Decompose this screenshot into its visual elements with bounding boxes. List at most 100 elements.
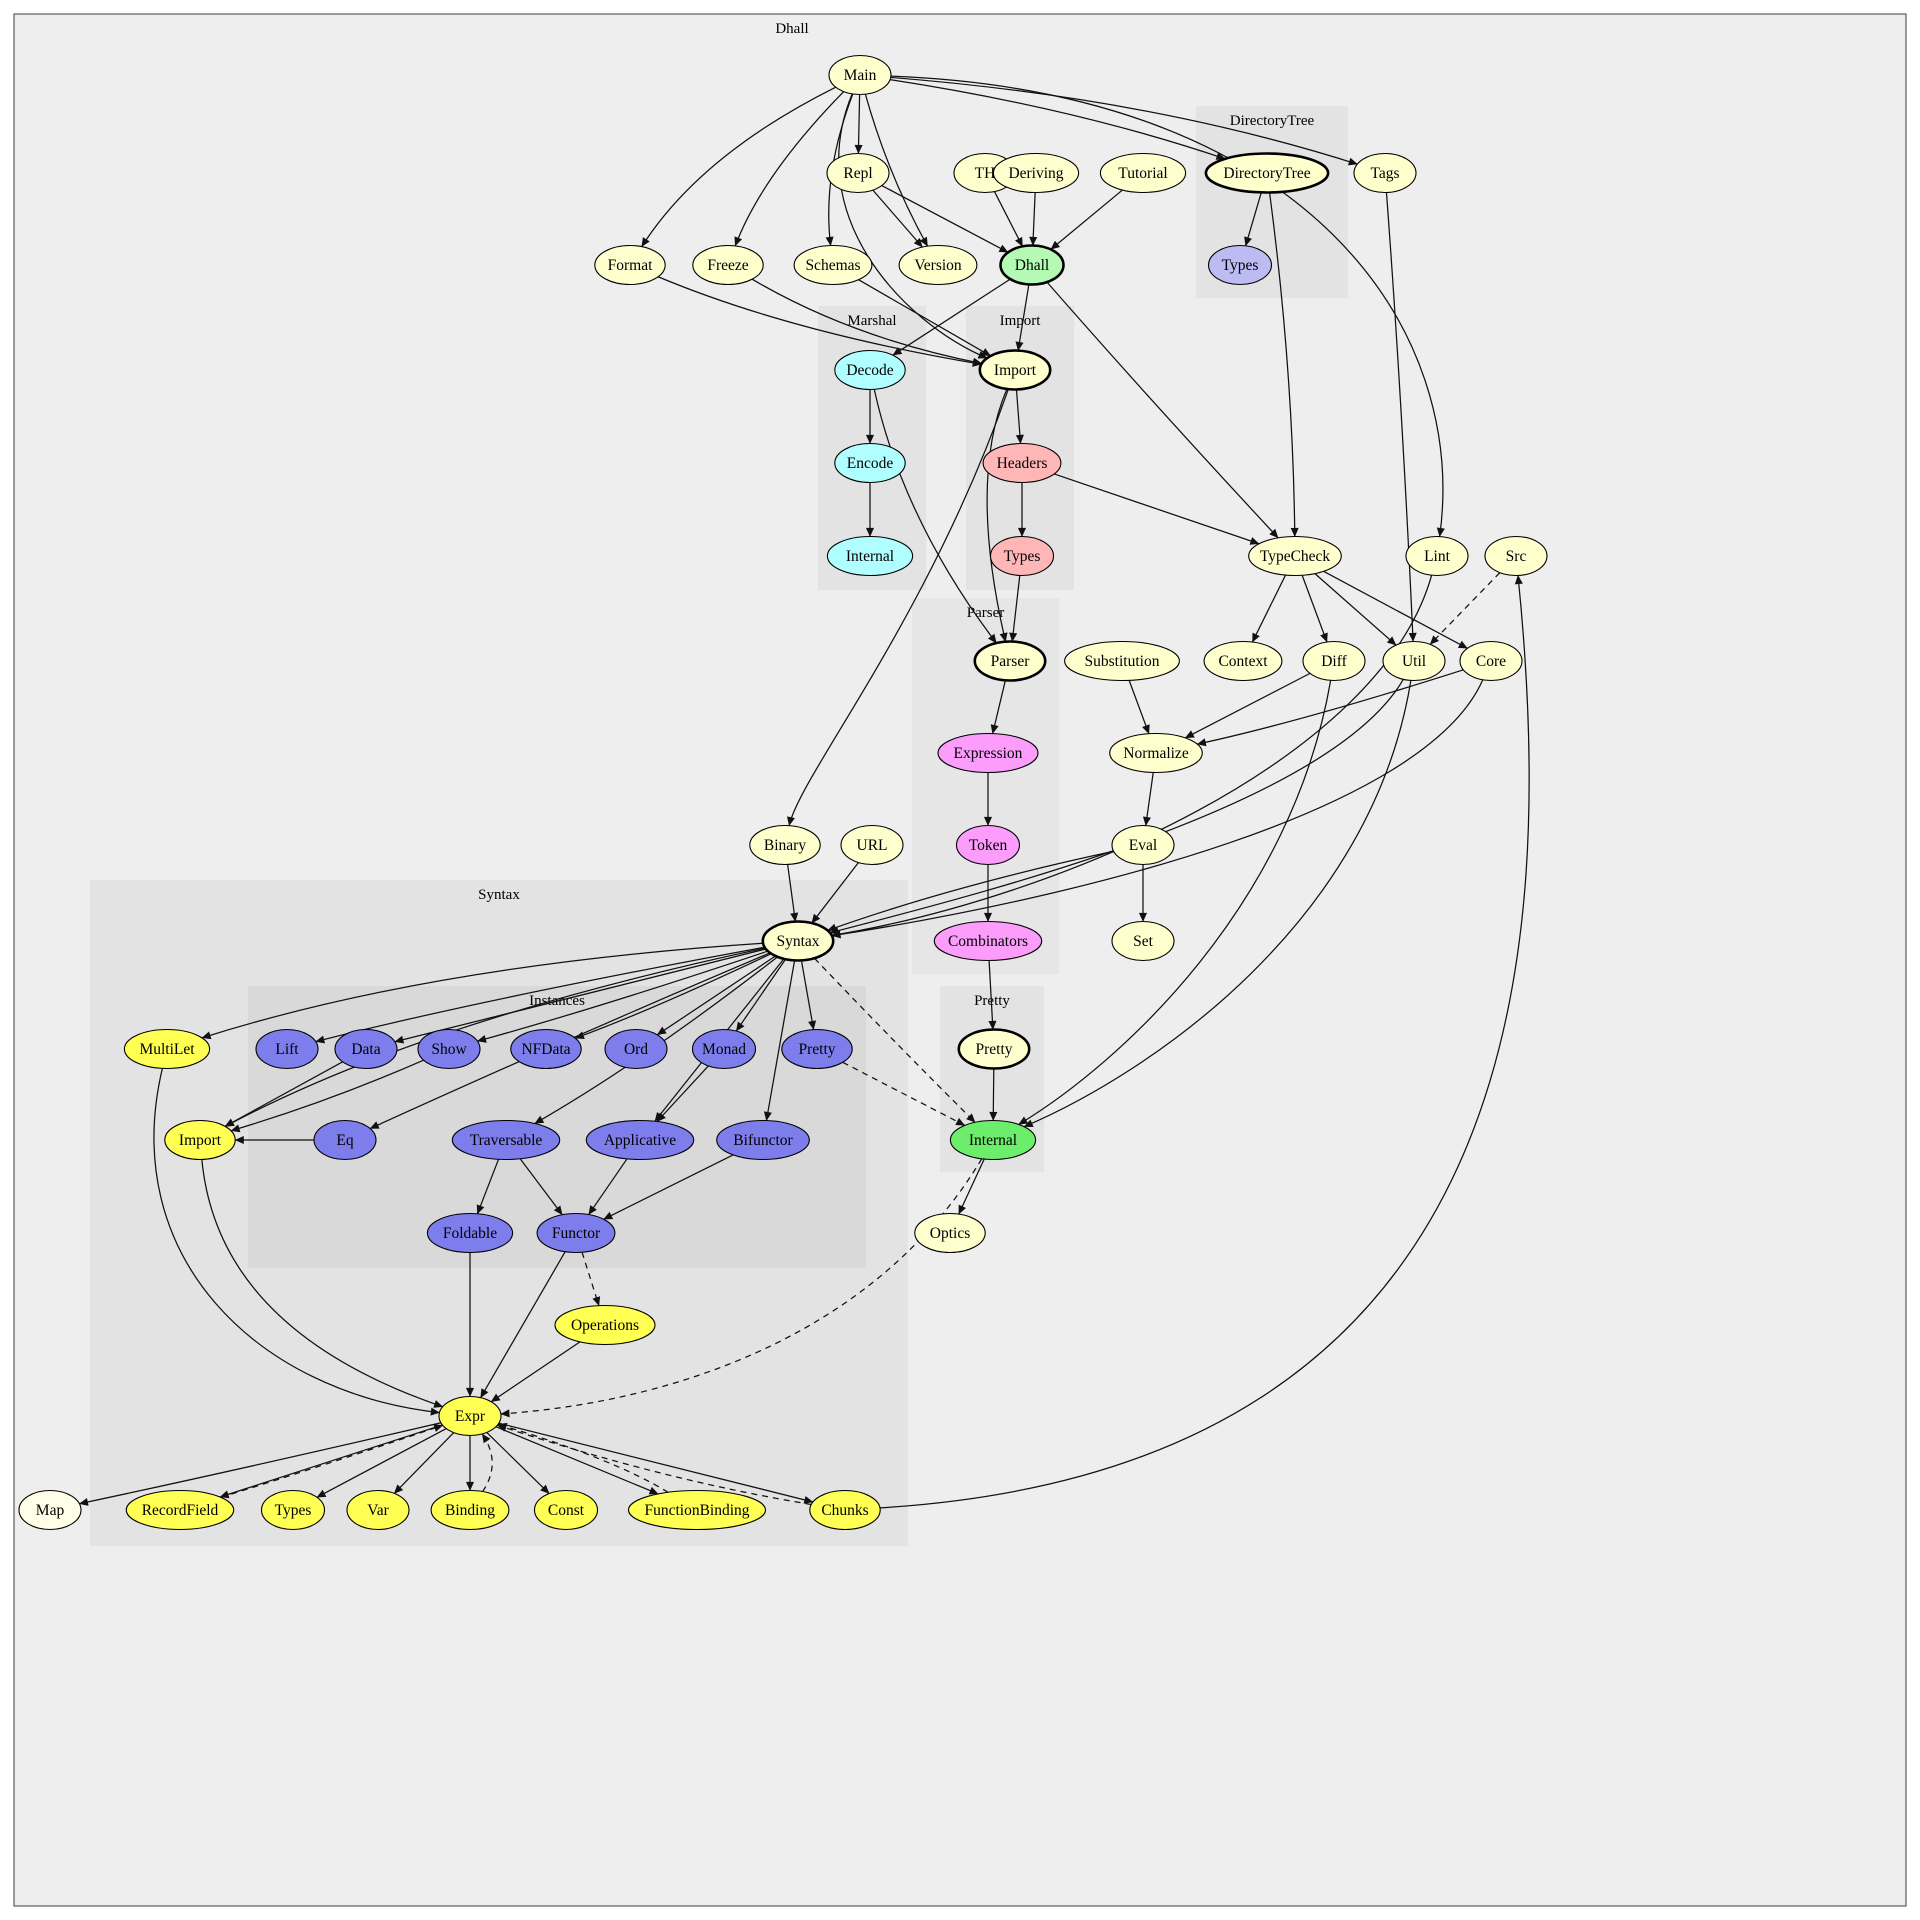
edge-data-to-imports <box>224 1061 343 1127</box>
node-importT: Import <box>978 349 1052 391</box>
node-label-funcbinding: FunctionBinding <box>644 1502 749 1519</box>
cluster-label-prettyclu: Pretty <box>974 993 1010 1009</box>
edge-syntax-to-ord <box>656 955 776 1036</box>
node-label-eq: Eq <box>336 1132 353 1149</box>
edge-typecheck-to-diff <box>1301 575 1328 643</box>
node-internalm: Internal <box>826 535 914 577</box>
node-label-combinators: Combinators <box>948 933 1028 950</box>
node-ellipse-importT <box>978 349 1052 391</box>
edge-format-to-importT <box>657 276 982 367</box>
node-imports: Import <box>164 1119 236 1161</box>
node-substitution: Substitution <box>1064 640 1180 682</box>
node-ellipse-traversable <box>451 1119 561 1161</box>
edge-decode-to-parser <box>873 389 997 644</box>
node-map: Map <box>18 1489 82 1531</box>
node-ellipse-ord <box>604 1028 668 1070</box>
node-dirtree: DirectoryTree <box>1204 152 1330 194</box>
edge-freeze-to-importT <box>751 278 983 366</box>
edge-traversable-to-functor <box>519 1158 563 1216</box>
node-label-lift: Lift <box>275 1041 299 1058</box>
edge-url-to-syntax <box>811 862 859 924</box>
node-ellipse-typesdt <box>1207 244 1273 286</box>
node-ellipse-typesi <box>989 535 1055 577</box>
node-ellipse-internalm <box>826 535 914 577</box>
node-token: Token <box>955 824 1021 866</box>
node-parser: Parser <box>973 640 1047 682</box>
node-headers: Headers <box>982 442 1062 484</box>
node-label-expr: Expr <box>455 1408 486 1425</box>
node-label-prettyc: Pretty <box>975 1041 1012 1058</box>
node-ellipse-bifunctor <box>716 1119 810 1161</box>
edge-importT-to-parser <box>986 388 1008 643</box>
node-label-encode: Encode <box>847 455 894 472</box>
node-chunks: Chunks <box>809 1489 881 1531</box>
node-prettyc: Pretty <box>957 1028 1031 1070</box>
node-ellipse-applicative <box>585 1119 695 1161</box>
node-ellipse-util <box>1382 640 1446 682</box>
node-label-decode: Decode <box>846 362 893 379</box>
edge-typesi-to-parser <box>1009 575 1021 642</box>
edge-binary-to-syntax <box>787 864 799 922</box>
node-var: Var <box>346 1489 410 1531</box>
node-applicative: Applicative <box>585 1119 695 1161</box>
node-ellipse-eq <box>313 1119 377 1161</box>
edge-syntax-to-imports <box>224 947 766 1127</box>
node-ellipse-format <box>594 244 666 286</box>
node-schemas: Schemas <box>793 244 873 286</box>
node-label-deriving: Deriving <box>1008 165 1063 182</box>
cluster-label-marshal: Marshal <box>847 313 896 329</box>
edge-expr-to-chunks <box>498 1422 814 1504</box>
node-label-traversable: Traversable <box>470 1132 543 1149</box>
node-prettyi: Pretty <box>781 1028 853 1070</box>
edge-expr-to-const <box>486 1431 550 1494</box>
node-lint: Lint <box>1405 535 1469 577</box>
edge-expr-to-typess <box>316 1428 447 1498</box>
node-binding: Binding <box>430 1489 510 1531</box>
node-ellipse-src <box>1484 535 1548 577</box>
edge-syntax-to-nfdata <box>574 953 772 1040</box>
edge-expr-to-funcbinding <box>495 1426 659 1495</box>
edge-core-to-syntax <box>831 679 1484 939</box>
node-ellipse-imports <box>164 1119 236 1161</box>
node-expr: Expr <box>438 1395 502 1437</box>
node-ellipse-funcbinding <box>627 1489 767 1531</box>
node-ellipse-deriving <box>992 152 1080 194</box>
node-ellipse-operations <box>554 1304 656 1346</box>
node-url: URL <box>840 824 904 866</box>
node-data: Data <box>334 1028 398 1070</box>
node-main: Main <box>828 54 892 96</box>
node-ellipse-repl <box>826 152 890 194</box>
node-eval: Eval <box>1111 824 1175 866</box>
node-typecheck: TypeCheck <box>1248 535 1342 577</box>
node-ellipse-chunks <box>809 1489 881 1531</box>
edge-main-to-tags <box>890 76 1358 166</box>
node-syntax: Syntax <box>761 920 835 962</box>
node-ellipse-token <box>955 824 1021 866</box>
node-label-parser: Parser <box>991 653 1031 670</box>
node-label-main: Main <box>844 67 877 84</box>
edge-substitution-to-normalize <box>1128 680 1150 735</box>
node-ellipse-headers <box>982 442 1062 484</box>
edge-main-to-format <box>641 86 837 247</box>
edge-schemas-to-importT <box>858 279 991 357</box>
node-monad: Monad <box>691 1028 757 1070</box>
node-label-importT: Import <box>994 362 1037 379</box>
node-typesi: Types <box>989 535 1055 577</box>
node-ellipse-dhall <box>999 244 1065 286</box>
cluster-label-syntaxc: Syntax <box>478 887 520 903</box>
node-foldable: Foldable <box>426 1212 514 1254</box>
node-tutorial: Tutorial <box>1099 152 1187 194</box>
node-label-data: Data <box>351 1041 380 1058</box>
node-ellipse-data <box>334 1028 398 1070</box>
node-ellipse-nfdata <box>510 1028 582 1070</box>
node-ellipse-set <box>1111 920 1175 962</box>
node-ellipse-functor <box>536 1212 616 1254</box>
node-ellipse-tutorial <box>1099 152 1187 194</box>
node-label-operations: Operations <box>571 1317 639 1334</box>
node-ellipse-expr <box>438 1395 502 1437</box>
node-normalize: Normalize <box>1109 732 1203 774</box>
node-label-eval: Eval <box>1129 837 1157 854</box>
edge-prettyc-to-internalp <box>989 1068 998 1121</box>
edge-typecheck-to-context <box>1251 574 1287 643</box>
